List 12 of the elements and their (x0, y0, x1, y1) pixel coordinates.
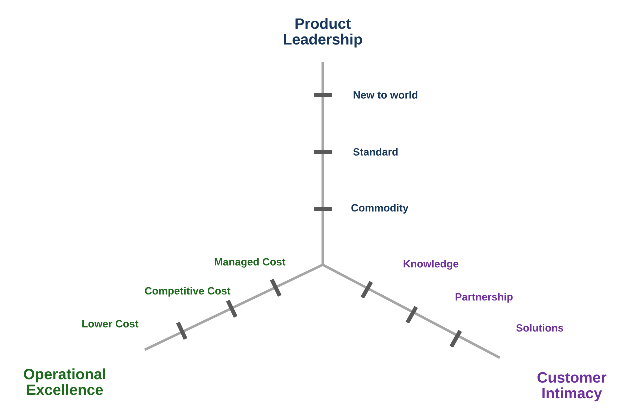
tick-label: Solutions (516, 324, 564, 332)
tick-label: Lower Cost (82, 320, 139, 328)
axis-title: Operational Excellence (24, 368, 106, 396)
tick-label: Commodity (352, 204, 409, 214)
tick-label: New to world (354, 91, 418, 99)
tick-label: Managed Cost (215, 258, 286, 268)
tick-label: Competitive Cost (145, 287, 231, 297)
tick-label: Knowledge (404, 260, 459, 270)
axis-title: Product Leadership (284, 18, 362, 48)
axis-title: Customer Intimacy (538, 372, 607, 402)
tick-label: Partnership (456, 293, 513, 303)
tick-label: Standard (354, 148, 398, 156)
